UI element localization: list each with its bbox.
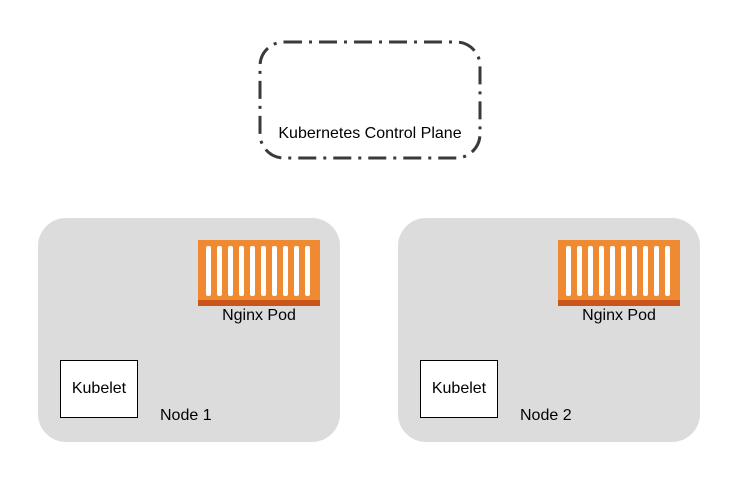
- node-label: Node 2: [520, 407, 572, 424]
- nginx-pod-icon: [558, 240, 680, 306]
- kubelet-box: Kubelet: [60, 360, 138, 418]
- node-1: Nginx Pod Kubelet Node 1: [38, 218, 340, 442]
- pod-label: Nginx Pod: [222, 307, 296, 324]
- node-label: Node 1: [160, 407, 212, 424]
- kubelet-label: Kubelet: [431, 380, 487, 397]
- control-plane-label: Kubernetes Control Plane: [267, 124, 473, 144]
- kubelet-label: Kubelet: [71, 380, 127, 397]
- nginx-pod-icon: [198, 240, 320, 306]
- control-plane-boundary: [258, 40, 482, 160]
- kubelet-box: Kubelet: [420, 360, 498, 418]
- pod-label: Nginx Pod: [582, 307, 656, 324]
- node-2: Nginx Pod Kubelet Node 2: [398, 218, 700, 442]
